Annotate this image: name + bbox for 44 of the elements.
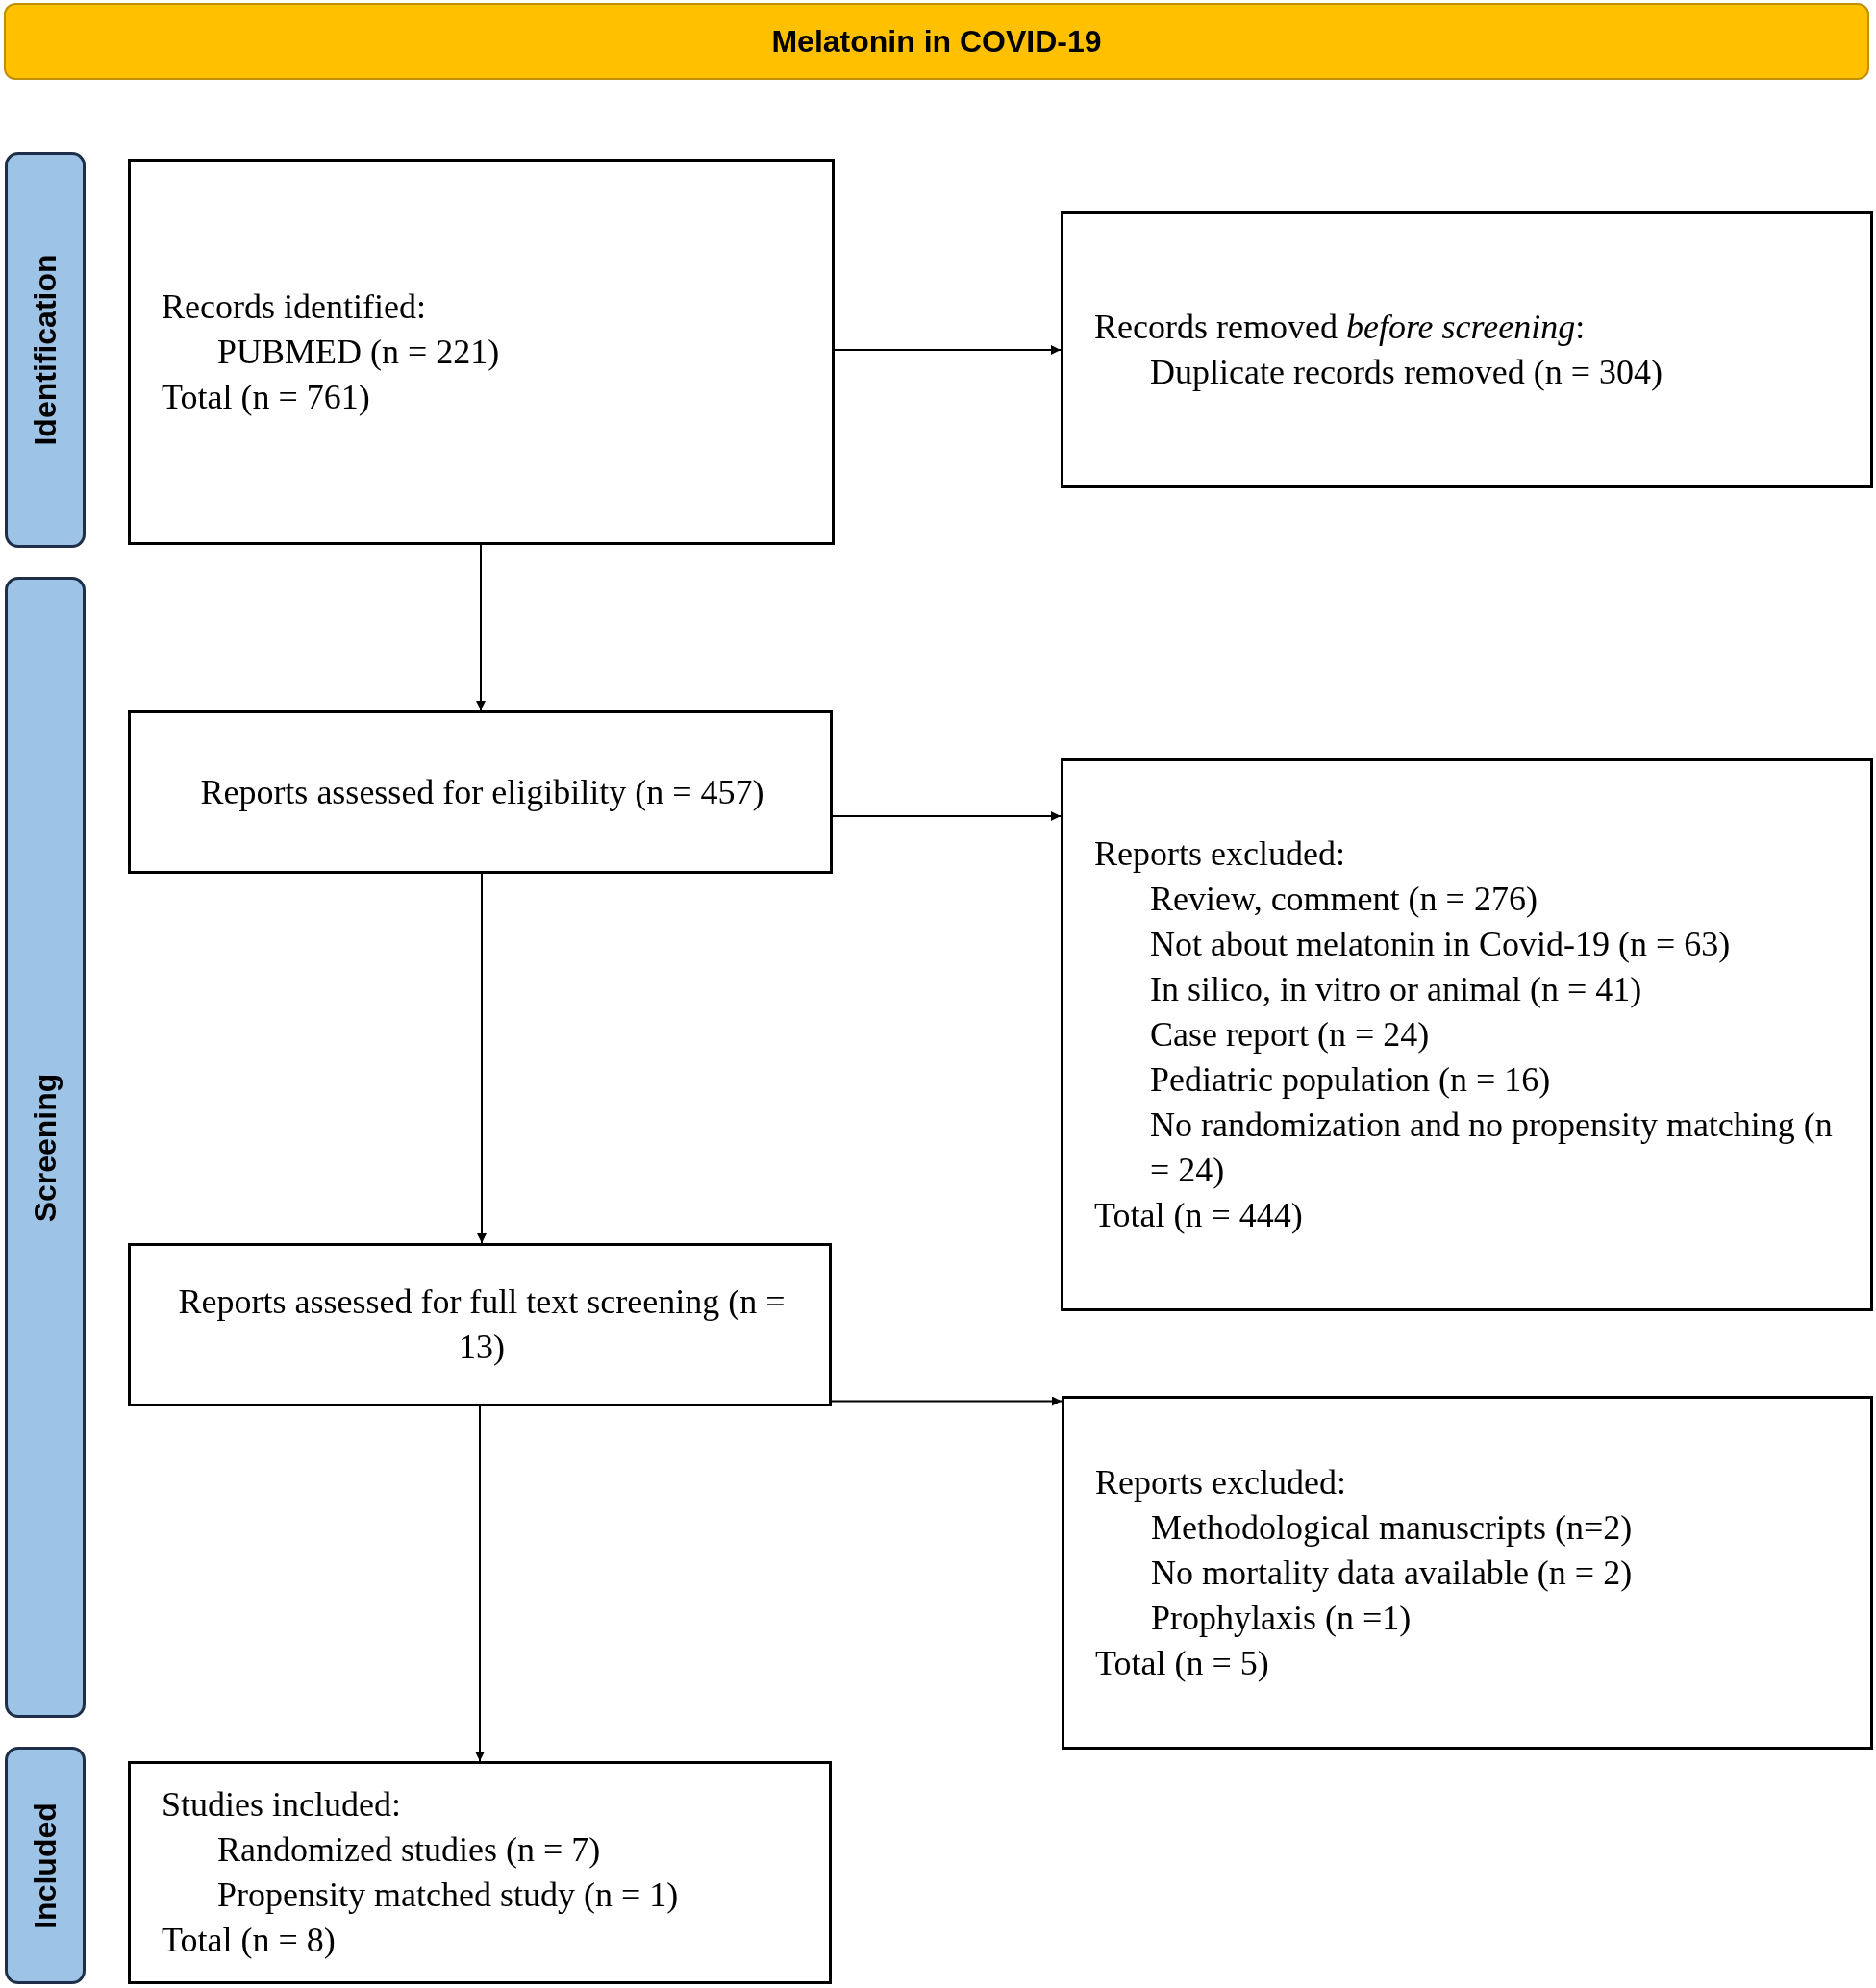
stage-band bbox=[5, 152, 86, 548]
box-text: Pediatric population (n = 16) bbox=[1149, 1059, 1552, 1101]
process-box bbox=[1062, 1396, 1873, 1750]
stage-label: Screening bbox=[27, 1073, 63, 1222]
process-box bbox=[128, 710, 833, 874]
process-box bbox=[128, 1761, 832, 1984]
process-box bbox=[128, 159, 835, 545]
arrow bbox=[475, 1405, 485, 1762]
arrow bbox=[477, 873, 487, 1244]
process-box bbox=[128, 1243, 832, 1406]
box-heading: Records removed before screening: bbox=[1094, 307, 1587, 348]
box-text: Prophylaxis (n =1) bbox=[1150, 1597, 1413, 1639]
box-heading: Records identified: bbox=[162, 286, 427, 328]
title-banner: Melatonin in COVID-19 bbox=[4, 3, 1869, 80]
box-text: Total (n = 8) bbox=[162, 1920, 337, 1961]
box-text: Total (n = 761) bbox=[162, 376, 371, 418]
stage-band bbox=[5, 1747, 86, 1984]
box-text: Propensity matched study (n = 1) bbox=[216, 1875, 680, 1916]
box-heading: Studies included: bbox=[162, 1784, 402, 1826]
box-text: Reports assessed for full text screening (n = 13) bbox=[177, 1281, 787, 1368]
arrow bbox=[831, 1396, 1063, 1406]
stage-label: Identification bbox=[27, 254, 63, 446]
box-text: Total (n = 444) bbox=[1094, 1195, 1304, 1236]
box-text: Reports assessed for eligibility (n = 457) bbox=[200, 771, 764, 813]
box-text: Review, comment (n = 276) bbox=[1149, 879, 1538, 920]
process-box bbox=[1061, 211, 1873, 488]
box-text: In silico, in vitro or animal (n = 41) bbox=[1149, 969, 1643, 1010]
process-box bbox=[1061, 758, 1873, 1311]
box-text: Case report (n = 24) bbox=[1149, 1014, 1431, 1056]
box-text: No randomization and no propensity matching (n = 24) bbox=[1149, 1105, 1834, 1191]
arrow bbox=[476, 544, 486, 711]
box-text: PUBMED (n = 221) bbox=[216, 331, 501, 373]
stage-band bbox=[5, 577, 86, 1718]
box-text: Methodological manuscripts (n=2) bbox=[1150, 1506, 1634, 1549]
box-heading: Reports excluded: bbox=[1095, 1461, 1347, 1503]
arrow bbox=[832, 811, 1062, 821]
arrow bbox=[834, 345, 1062, 355]
stage-label: Included bbox=[27, 1802, 63, 1929]
box-heading: Reports excluded: bbox=[1094, 833, 1346, 875]
box-text: Not about melatonin in Covid-19 (n = 63) bbox=[1149, 924, 1732, 965]
box-text: Total (n = 5) bbox=[1095, 1642, 1270, 1684]
box-text: Duplicate records removed (n = 304) bbox=[1149, 352, 1664, 393]
box-text: No mortality data available (n = 2) bbox=[1150, 1552, 1634, 1594]
box-text: Randomized studies (n = 7) bbox=[216, 1829, 602, 1871]
